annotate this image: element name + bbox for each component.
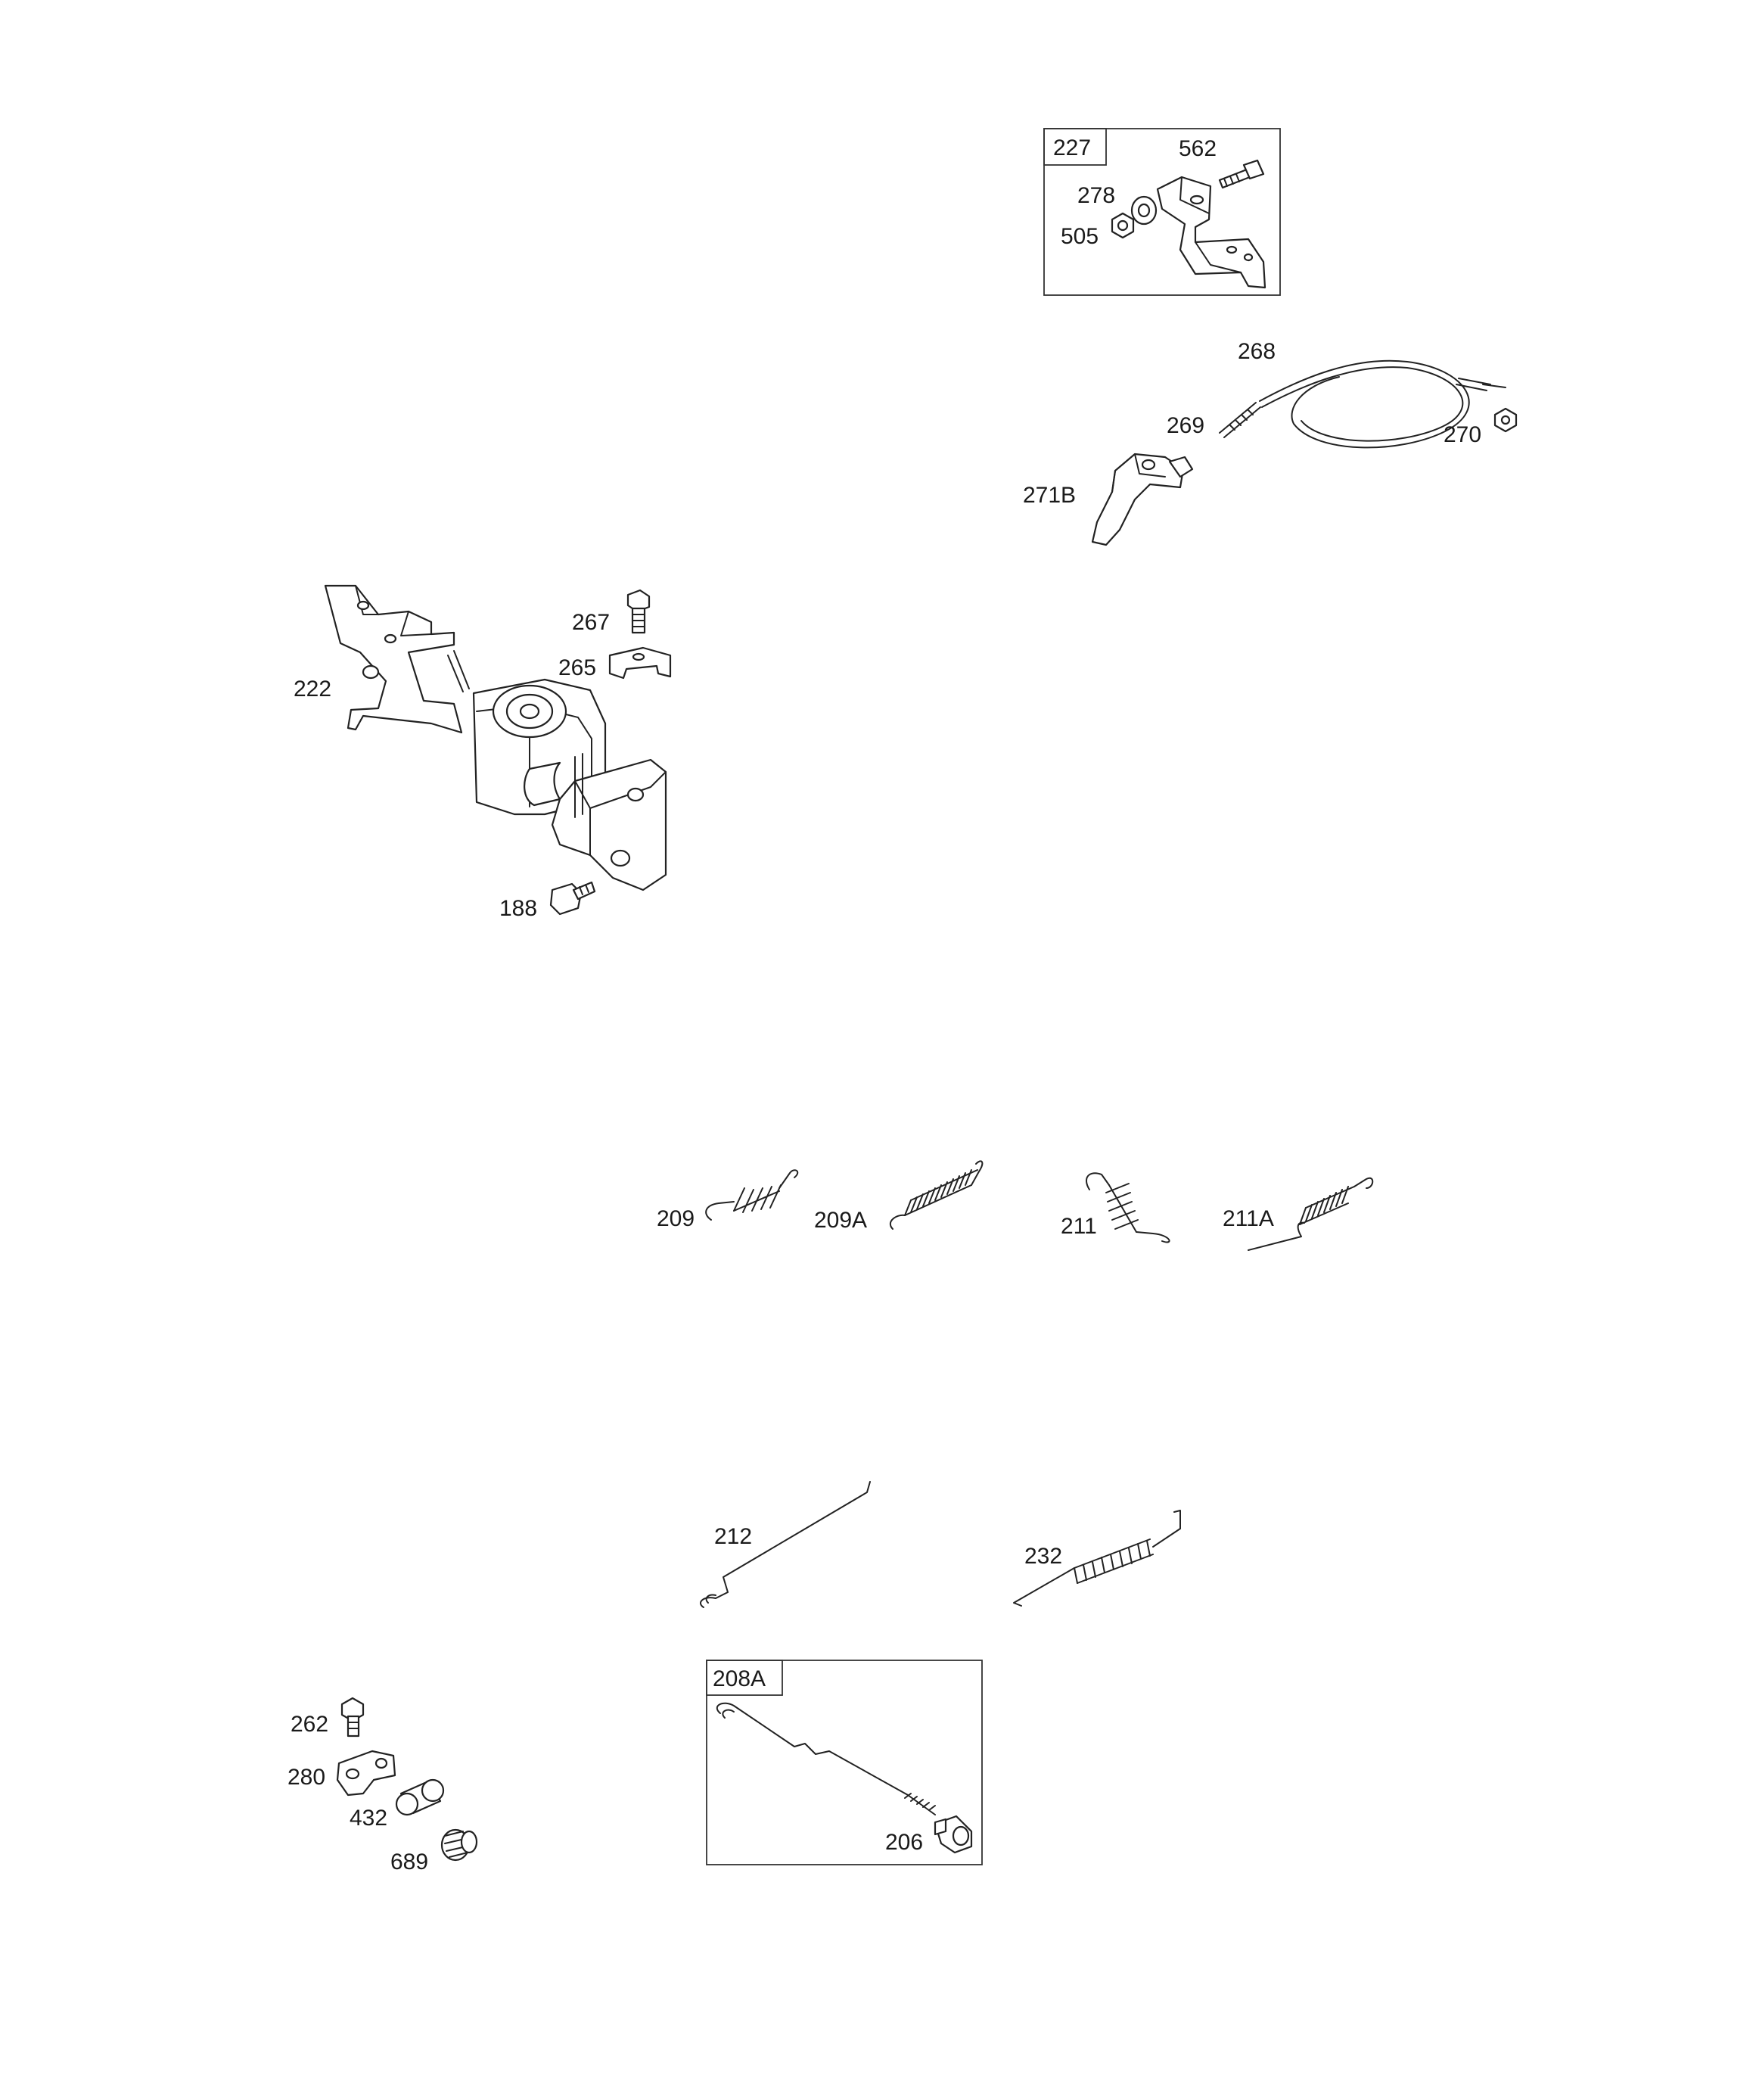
rod-208A[interactable] (716, 1702, 936, 1815)
cable-assembly: 268 269 270 271B (1023, 339, 1518, 546)
group-208A: 208A 206 (706, 1660, 983, 1865)
label-505[interactable]: 505 (1061, 224, 1099, 249)
label-267[interactable]: 267 (572, 610, 610, 635)
group-227: 227 562 278 505 (1043, 128, 1281, 296)
group-227-frame (1043, 128, 1281, 296)
springs-row: 209 209A 211 211A (657, 1160, 1374, 1251)
label-206[interactable]: 206 (885, 1830, 923, 1855)
label-265[interactable]: 265 (558, 655, 596, 680)
lever-271B[interactable] (1091, 453, 1194, 546)
spring-211A[interactable] (1248, 1177, 1374, 1251)
bracket-222[interactable] (324, 584, 667, 891)
label-689[interactable]: 689 (390, 1850, 428, 1874)
label-280[interactable]: 280 (287, 1765, 325, 1790)
washer-278[interactable] (1130, 195, 1158, 226)
label-209[interactable]: 209 (657, 1206, 695, 1231)
label-227[interactable]: 227 (1053, 135, 1091, 160)
rod-212[interactable] (700, 1481, 871, 1608)
bolt-262[interactable] (340, 1697, 365, 1738)
bushing-432[interactable] (395, 1778, 445, 1816)
group-208A-frame (706, 1660, 983, 1865)
label-188[interactable]: 188 (499, 896, 537, 921)
spring-689[interactable] (440, 1828, 478, 1862)
clip-265[interactable] (608, 646, 672, 680)
label-208A[interactable]: 208A (713, 1666, 766, 1691)
label-232[interactable]: 232 (1024, 1544, 1062, 1569)
group-208A-tag (706, 1660, 783, 1696)
label-212[interactable]: 212 (714, 1524, 752, 1549)
fitting-206[interactable] (934, 1815, 973, 1854)
label-278[interactable]: 278 (1077, 183, 1115, 208)
bolt-562[interactable] (1218, 159, 1265, 189)
label-268[interactable]: 268 (1238, 339, 1276, 364)
label-562[interactable]: 562 (1179, 136, 1217, 161)
spring-232[interactable] (1013, 1510, 1181, 1607)
fastener-group: 262 280 432 689 (287, 1697, 478, 1874)
label-211[interactable]: 211 (1061, 1214, 1097, 1239)
label-211A[interactable]: 211A (1223, 1206, 1274, 1231)
group-227-tag (1043, 128, 1107, 166)
control-bracket-assembly: 267 265 222 (294, 584, 672, 921)
label-269[interactable]: 269 (1167, 413, 1204, 438)
spring-211[interactable] (1086, 1172, 1170, 1243)
cable-268[interactable] (1219, 359, 1506, 449)
clamp-280[interactable] (336, 1750, 396, 1797)
spring-209A[interactable] (889, 1160, 984, 1230)
nut-505[interactable] (1111, 212, 1135, 239)
label-222[interactable]: 222 (294, 677, 331, 702)
nut-270[interactable] (1493, 407, 1518, 433)
label-262[interactable]: 262 (291, 1712, 328, 1737)
bolt-188[interactable] (549, 881, 596, 916)
label-271B[interactable]: 271B (1023, 483, 1076, 508)
bolt-267[interactable] (626, 589, 651, 634)
label-270[interactable]: 270 (1444, 422, 1481, 447)
bracket-227[interactable] (1156, 176, 1266, 289)
label-209A[interactable]: 209A (814, 1208, 867, 1233)
spring-209[interactable] (705, 1169, 799, 1221)
label-432[interactable]: 432 (350, 1806, 387, 1831)
